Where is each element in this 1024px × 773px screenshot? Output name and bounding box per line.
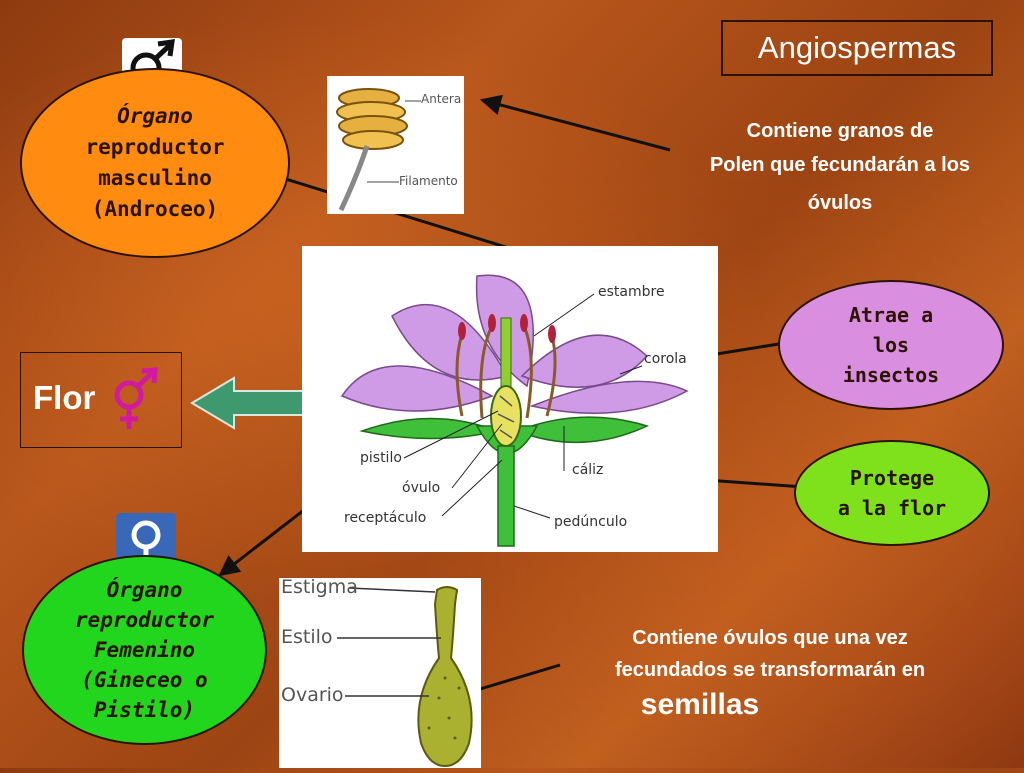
stamen-diagram: Antera Filamento xyxy=(327,76,464,214)
ovule-description: Contiene óvulos que una vez fecundados s… xyxy=(560,622,980,724)
attract-line-1: Atrae a xyxy=(848,303,934,327)
pistilo-label: pistilo xyxy=(360,450,402,466)
caliz-label: cáliz xyxy=(572,462,604,478)
antera-label: Antera xyxy=(421,92,462,106)
male-organ-line-3: masculino xyxy=(98,166,212,190)
ovule-line-1: Contiene óvulos que una vez xyxy=(632,627,908,649)
female-organ-ellipse: Órgano reproductor Femenino (Gineceo o P… xyxy=(22,555,267,745)
pistil-diagram: Estigma Estilo Ovario xyxy=(279,576,481,768)
protect-flower-ellipse: Protege a la flor xyxy=(794,440,990,546)
ovulo-label: óvulo xyxy=(402,480,441,496)
ovule-line-2: fecundados se transformarán en xyxy=(614,659,926,681)
male-organ-line-4: (Androceo) xyxy=(91,197,219,221)
female-organ-line-5: Pistilo) xyxy=(93,698,196,722)
pistil-drawing xyxy=(337,586,473,768)
ovario-label: Ovario xyxy=(281,684,344,706)
stamen-drawing xyxy=(336,88,421,212)
female-organ-line-3: Femenino xyxy=(93,638,196,662)
flor-box: Flor xyxy=(20,352,182,448)
male-organ-ellipse: Órgano reproductor masculino (Androceo) xyxy=(20,68,290,258)
receptaculo-label: receptáculo xyxy=(344,510,427,526)
pedunculo-label: pedúnculo xyxy=(554,514,628,530)
ovule-highlight: semillas xyxy=(640,688,760,721)
attract-insects-ellipse: Atrae a los insectos xyxy=(778,280,1004,410)
male-organ-line-2: reproductor xyxy=(85,135,225,159)
pollen-description: Contiene granos de Polen que fecundarán … xyxy=(660,114,1020,220)
protect-line-1: Protege xyxy=(849,466,935,490)
female-organ-line-4: (Gineceo o xyxy=(81,668,208,692)
flower-drawing xyxy=(340,274,689,547)
attract-line-2: los xyxy=(872,333,910,357)
filamento-label: Filamento xyxy=(399,174,458,188)
flower-diagram: estambre corola pistilo cáliz óvulo rece… xyxy=(302,246,718,552)
female-organ-line-2: reproductor xyxy=(74,608,215,632)
arrow-pollen-to-antera xyxy=(479,94,671,152)
attract-line-3: insectos xyxy=(842,363,940,387)
pollen-line-3: óvulos xyxy=(807,192,873,214)
hermaphrodite-symbol-icon xyxy=(114,367,158,429)
flor-label: Flor xyxy=(33,379,96,416)
estilo-label: Estilo xyxy=(281,626,333,648)
estambre-label: estambre xyxy=(598,284,665,300)
pollen-line-1: Contiene granos de xyxy=(746,120,934,142)
corola-label: corola xyxy=(644,351,687,367)
estigma-label: Estigma xyxy=(281,576,358,598)
pollen-line-2: Polen que fecundarán a los xyxy=(709,154,971,176)
slide-title: Angiospermas xyxy=(721,20,993,76)
protect-line-2: a la flor xyxy=(837,496,947,520)
female-organ-line-1: Órgano xyxy=(106,578,183,602)
male-organ-line-1: Órgano xyxy=(117,104,193,128)
